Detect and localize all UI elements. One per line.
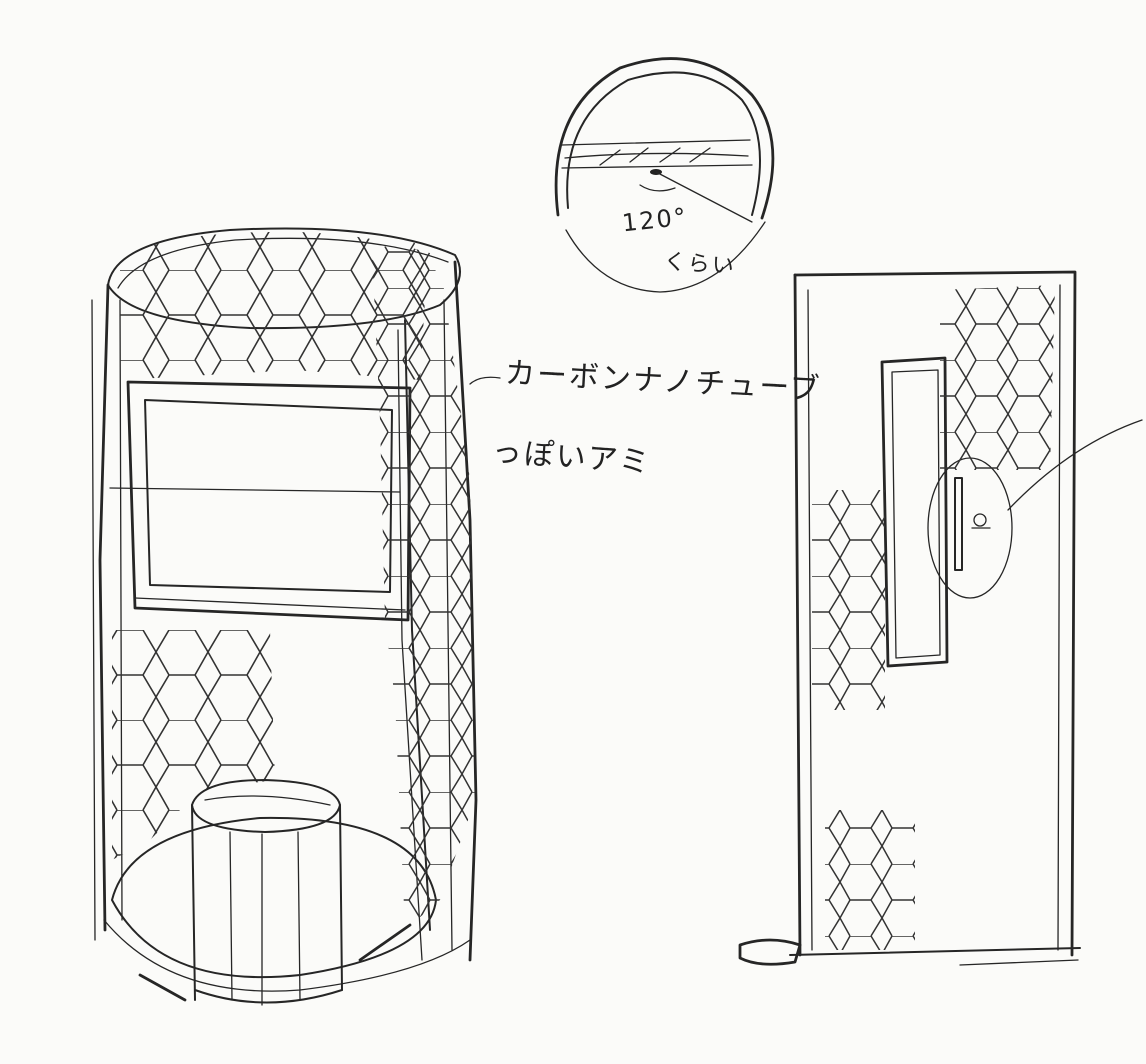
cylinder-booth-sketch: [91, 227, 478, 1006]
note-leader-line: [469, 376, 501, 385]
semicircle-top-view-sketch: [554, 57, 775, 293]
tall-panel-door-sketch: [738, 270, 1143, 966]
angle-approx-label: くらい: [663, 249, 737, 280]
